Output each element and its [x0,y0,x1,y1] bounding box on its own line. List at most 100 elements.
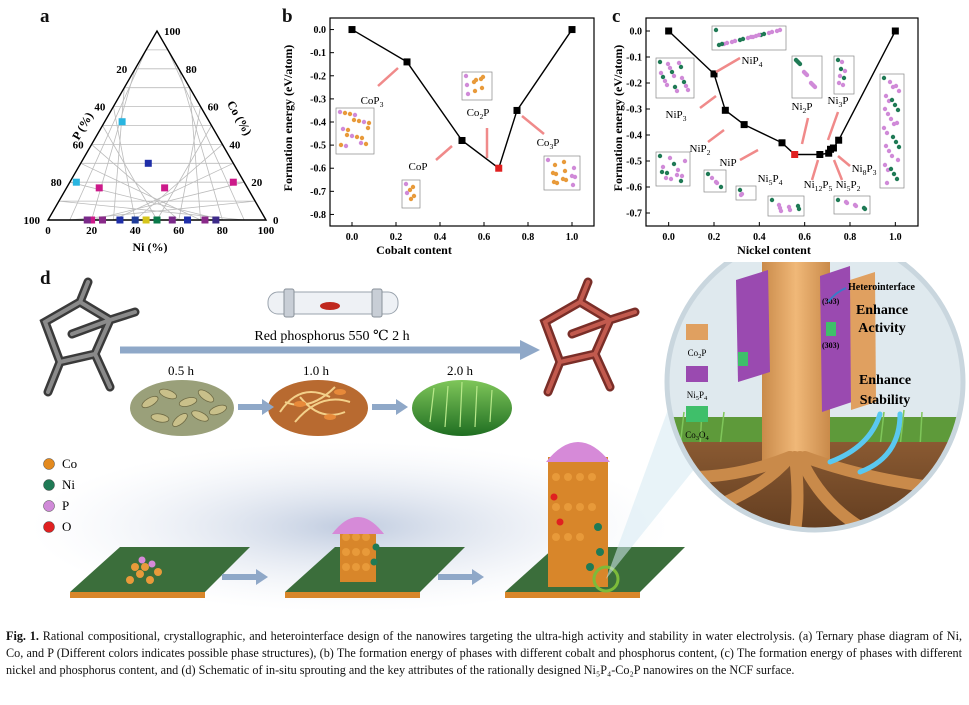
tick-label-left: 80 [51,177,63,189]
stage-arrows [238,399,408,415]
axis-label-co: Co (%) [224,98,255,138]
x-tick-label: 0.4 [434,232,447,243]
phase-label: Ni8P3 [852,163,877,177]
substrate-1 [70,547,250,598]
y-tick-label: -0.6 [310,164,326,175]
sprouting-schematic: Red phosphorus 550 ℃ 2 h 0.5 h 1.0 h 2.0… [30,262,966,612]
inset-legend-ni5p4: Ni5P4 [687,390,708,402]
panel-label-c: c [612,6,621,27]
crystal-structure [703,169,727,193]
inset-legend-co2p: Co2P [688,348,707,360]
grid-line [178,106,201,221]
legend-swatch-co [43,458,55,470]
ni5p4-facet-right [820,266,852,412]
phase-point [168,216,176,224]
crystal-structure [543,155,581,191]
grid-line [189,87,201,221]
y-axis-label: Formation energy (eV/atom) [282,45,295,192]
x-axis-label: Cobalt content [376,243,452,257]
phase-label: Co2P [467,107,490,121]
heterointerface-arrow [827,287,847,303]
annotation-arrow [837,155,851,167]
zoom-inset [667,262,963,530]
substrate-3 [505,442,685,598]
legend-label-ni: Ni [62,477,75,492]
grid-line [69,181,223,221]
crystal-structure [655,57,695,99]
stability-arrows [827,411,903,475]
stage-image-grass [412,380,512,436]
tick-label-right: 60 [208,102,220,114]
annotation-arrow [826,111,840,141]
data-point [495,164,503,172]
caption-text: Rational compositional, crystallographic… [6,629,963,677]
stage-label-2: 1.0 h [303,363,330,378]
crystal-structure [791,55,823,99]
series-points [665,27,899,158]
facet-label-1: (303) [822,297,840,306]
y-tick-label: -0.4 [310,118,326,129]
crystal-structure [461,71,493,101]
axis-label-ni: Ni (%) [133,240,168,254]
x-tick-label: 0.8 [844,232,857,243]
inset-legend [686,324,708,422]
facet-label-2: (303) [822,341,840,350]
nickel-foam-framework-gray [39,277,140,397]
y-tick-label: -0.4 [626,131,642,142]
stage-label-3: 2.0 h [447,363,474,378]
panel-label-b: b [282,6,293,27]
phase-point [212,216,220,224]
grid-line [80,162,201,221]
legend-label-o: O [62,519,71,534]
annotation-arrow [435,145,453,161]
tick-label-right: 40 [229,139,241,151]
crystal-structure [401,179,421,209]
zoom-marker [592,565,620,593]
phase-point [153,216,161,224]
substrate-2 [285,517,465,598]
series-line [351,28,573,170]
phase-label: Ni12P5 [804,179,833,193]
tick-label-bottom: 20 [86,225,98,237]
x-axis-label: Nickel content [737,243,811,257]
crystal-structure [833,55,855,95]
phase-label: Ni3P [828,95,849,109]
enhance-activity-label-1: Enhance [856,303,908,318]
data-point [791,151,799,158]
series-points [348,26,576,172]
crystal-structure [711,25,787,51]
phase-label: NiP4 [742,55,763,69]
y-tick-label: -0.5 [626,157,642,168]
crystal-structure [833,195,871,215]
y-tick-label: -0.7 [626,209,642,220]
x-tick-label: 0.0 [346,232,359,243]
data-point [816,151,824,158]
series-line [668,30,896,156]
crystal-structure [735,185,757,201]
x-tick-label: 1.0 [889,232,902,243]
phase-point [229,178,237,186]
heterointerface-label: Heterointerface [848,282,916,293]
y-tick-label: -0.6 [626,183,642,194]
annotation-arrow [715,56,741,74]
phase-point [118,118,126,126]
tick-label-right: 80 [186,64,198,76]
y-tick-label: -0.1 [626,53,642,64]
legend-swatch-o [43,521,55,533]
crystal-structure [655,151,691,187]
tick-label-right: 100 [164,26,181,38]
phosphorized-framework-red [539,277,640,397]
growth-arrows [222,569,484,585]
legend-swatch-ni [43,479,55,491]
ternary-points [72,118,237,224]
legend-swatch-p [43,500,55,512]
legend-label-co: Co [62,456,77,471]
phase-label: Ni2P [792,101,813,115]
crystal-structure [879,73,905,189]
phase-label: NiP [719,157,736,169]
inset-legend-co3o4: Co3O4 [685,430,709,442]
